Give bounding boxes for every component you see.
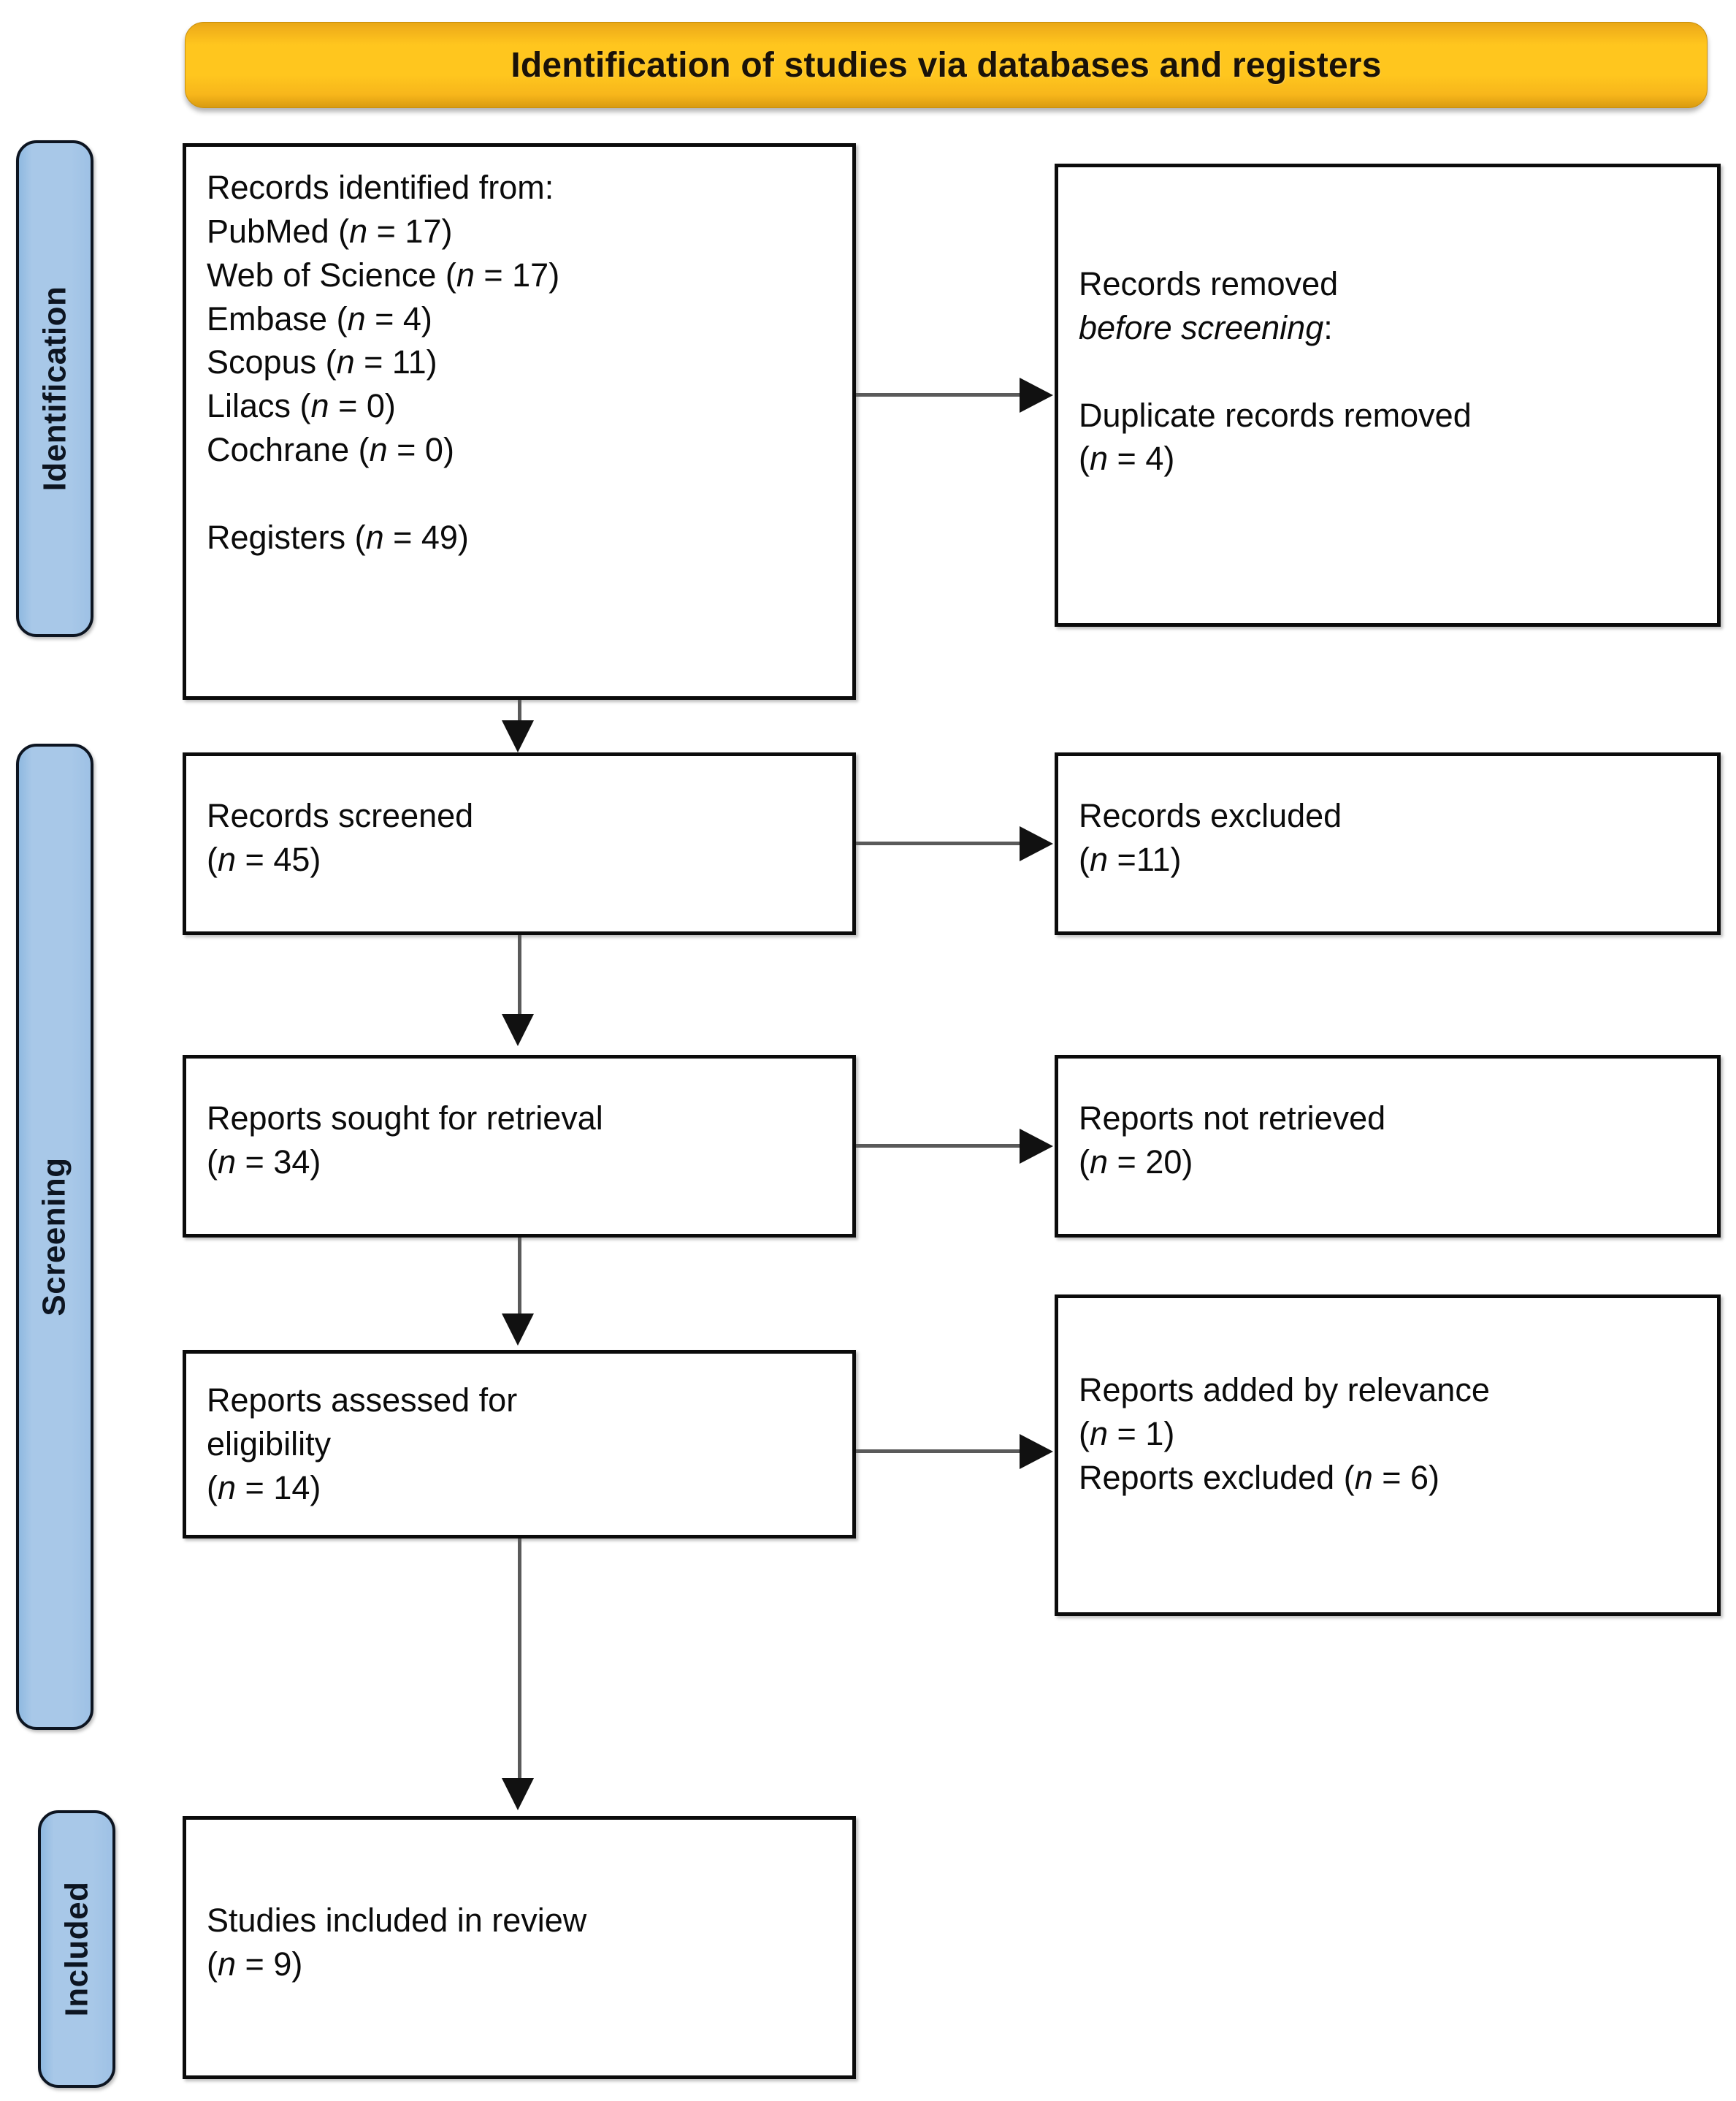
records-identified-source-cochrane: Cochrane (n = 0) — [207, 431, 454, 469]
records-excluded-label: Records excluded — [1079, 797, 1342, 834]
box-records-screened: Records screened (n = 45) — [183, 752, 856, 935]
arrow-right-icon — [1020, 826, 1053, 861]
connector-screened-to-sought — [518, 935, 521, 1015]
stage-label-included: Included — [38, 1810, 115, 2088]
reports-not-retrieved-count: (n = 20) — [1079, 1143, 1193, 1181]
duplicate-records-removed-label: Duplicate records removed — [1079, 396, 1472, 434]
duplicate-records-removed-count: (n = 4) — [1079, 440, 1175, 478]
reports-added-count: (n = 1) — [1079, 1414, 1175, 1452]
box-reports-added: Reports added by relevance (n = 1) Repor… — [1055, 1294, 1721, 1616]
stage-label-identification-text: Identification — [37, 286, 72, 492]
reports-added-label: Reports added by relevance — [1079, 1371, 1490, 1408]
stage-label-screening: Screening — [16, 744, 93, 1730]
connector-assessed-to-added — [856, 1449, 1024, 1453]
stage-label-included-text: Included — [58, 1881, 94, 2017]
stage-label-identification: Identification — [16, 140, 93, 637]
records-identified-source-embase: Embase (n = 4) — [207, 300, 432, 338]
connector-assessed-to-included — [518, 1538, 521, 1780]
box-records-identified: Records identified from: PubMed (n = 17)… — [183, 143, 856, 700]
reports-sought-count: (n = 34) — [207, 1143, 321, 1181]
arrow-right-icon — [1020, 1129, 1053, 1164]
reports-assessed-label-line2: eligibility — [207, 1425, 332, 1463]
reports-not-retrieved-label: Reports not retrieved — [1079, 1099, 1386, 1137]
reports-sought-label: Reports sought for retrieval — [207, 1099, 603, 1137]
arrow-down-icon — [502, 720, 534, 752]
records-removed-heading-plain: Records removed — [1079, 265, 1339, 302]
records-identified-heading: Records identified from: — [207, 169, 554, 206]
records-screened-label: Records screened — [207, 797, 474, 834]
box-records-removed: Records removed before screening: Duplic… — [1055, 164, 1721, 627]
arrow-down-icon — [502, 1313, 534, 1346]
reports-excluded-eligibility-label: Reports excluded (n = 6) — [1079, 1458, 1440, 1496]
reports-assessed-count: (n = 14) — [207, 1468, 321, 1506]
box-studies-included: Studies included in review (n = 9) — [183, 1816, 856, 2079]
studies-included-label: Studies included in review — [207, 1902, 587, 1939]
records-identified-source-lilacs: Lilacs (n = 0) — [207, 387, 396, 425]
records-identified-source-web-of-science: Web of Science (n = 17) — [207, 256, 560, 294]
records-screened-count: (n = 45) — [207, 840, 321, 878]
box-reports-sought: Reports sought for retrieval (n = 34) — [183, 1055, 856, 1238]
records-removed-heading-italic: before screening — [1079, 308, 1324, 346]
box-reports-not-retrieved: Reports not retrieved (n = 20) — [1055, 1055, 1721, 1238]
stage-label-screening-text: Screening — [37, 1157, 72, 1316]
records-identified-source-pubmed: PubMed (n = 17) — [207, 212, 453, 250]
arrow-down-icon — [502, 1778, 534, 1810]
records-identified-source-scopus: Scopus (n = 11) — [207, 343, 437, 381]
records-identified-registers: Registers (n = 49) — [207, 518, 469, 556]
connector-sought-to-not-retrieved — [856, 1144, 1024, 1148]
box-records-excluded: Records excluded (n =11) — [1055, 752, 1721, 935]
studies-included-count: (n = 9) — [207, 1945, 303, 1983]
diagram-title: Identification of studies via databases … — [511, 45, 1382, 85]
arrow-right-icon — [1020, 1434, 1053, 1469]
diagram-title-banner: Identification of studies via databases … — [185, 22, 1708, 108]
connector-sought-to-assessed — [518, 1238, 521, 1315]
records-removed-heading: Records removed — [1079, 262, 1698, 306]
records-removed-heading-line2: before screening: — [1079, 306, 1698, 350]
connector-identified-to-removed — [856, 393, 1024, 397]
connector-identified-to-screened — [518, 700, 521, 722]
arrow-down-icon — [502, 1014, 534, 1046]
connector-screened-to-excluded — [856, 842, 1024, 845]
records-removed-heading-suffix: : — [1323, 308, 1333, 346]
reports-assessed-label-line1: Reports assessed for — [207, 1381, 518, 1419]
records-excluded-count: (n =11) — [1079, 840, 1182, 878]
box-reports-assessed: Reports assessed for eligibility (n = 14… — [183, 1350, 856, 1538]
arrow-right-icon — [1020, 378, 1053, 413]
